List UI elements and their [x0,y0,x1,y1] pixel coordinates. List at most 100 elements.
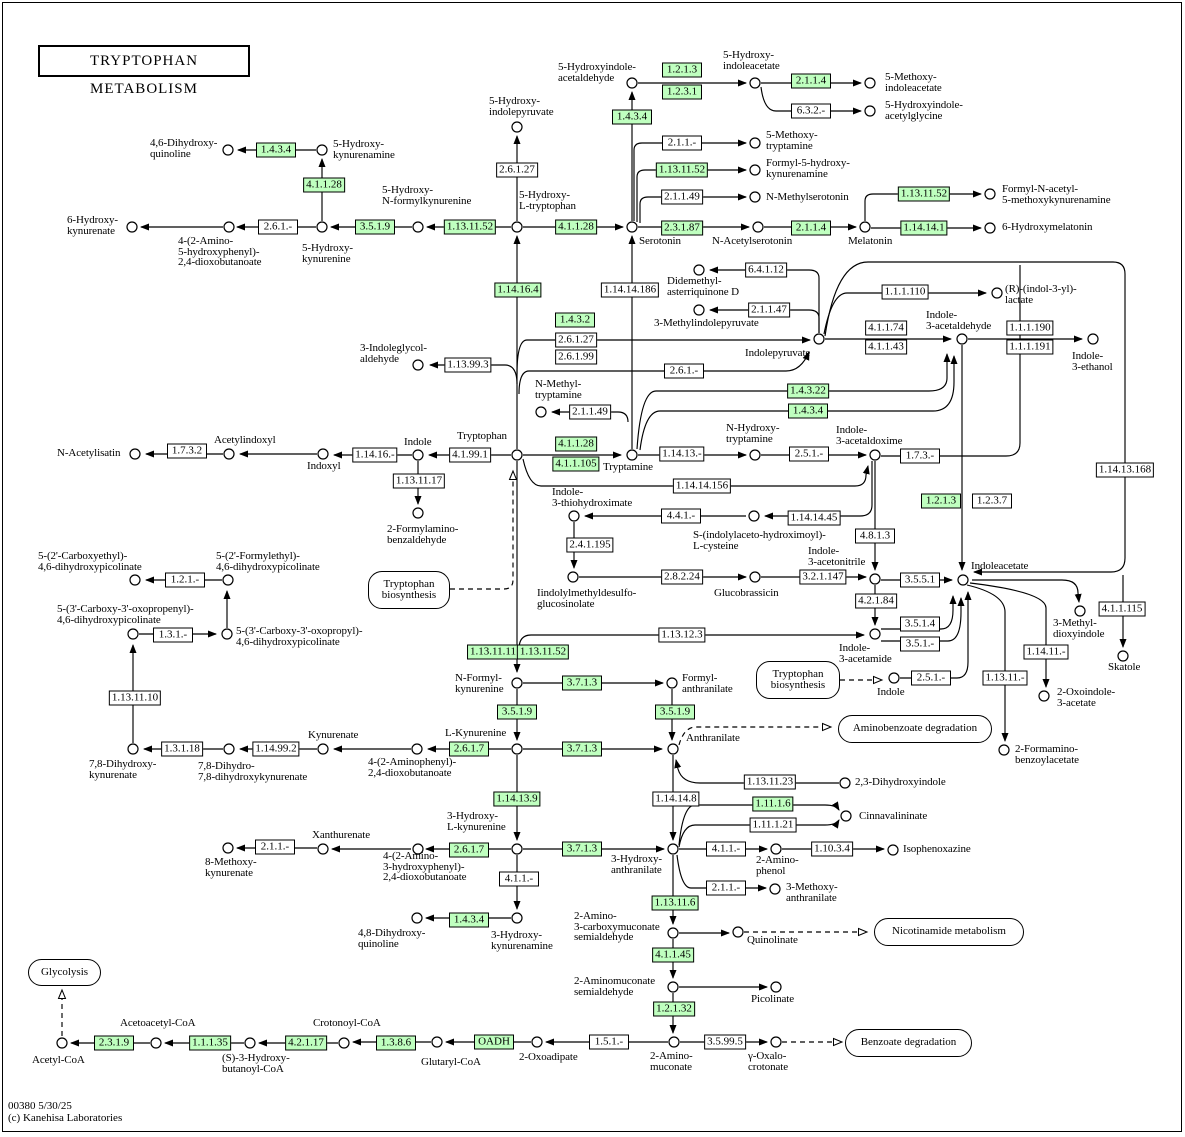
compound-node[interactable] [412,507,424,519]
enzyme-box-1-14-14-45[interactable]: 1.14.14.45 [787,510,841,526]
compound-node[interactable] [869,449,881,461]
enzyme-box-3-5-1-9[interactable]: 3.5.1.9 [355,219,395,235]
pathway-box-benzoate-degradation[interactable]: Benzoate degradation [845,1029,972,1057]
enzyme-box-1-4-3-4[interactable]: 1.4.3.4 [788,403,828,419]
enzyme-box-3-2-1-147[interactable]: 3.2.1.147 [799,569,847,585]
compound-node[interactable] [998,744,1010,756]
compound-node[interactable] [859,221,871,233]
enzyme-box-3-7-1-3[interactable]: 3.7.1.3 [562,741,602,757]
compound-node[interactable] [223,221,235,233]
compound-node[interactable] [667,743,679,755]
enzyme-box-1-13-11-52[interactable]: 1.13.11.52 [516,644,570,660]
compound-node[interactable] [511,449,523,461]
enzyme-box-4-1-1-28[interactable]: 4.1.1.28 [555,219,597,235]
enzyme-box-4-1-1-45[interactable]: 4.1.1.45 [652,947,694,963]
compound-node[interactable] [626,221,638,233]
compound-node[interactable] [511,677,523,689]
enzyme-box-1-1-1-110[interactable]: 1.1.1.110 [881,284,929,300]
compound-node[interactable] [511,912,523,924]
compound-node[interactable] [668,1036,680,1048]
compound-node[interactable] [412,449,424,461]
enzyme-box-3-7-1-3[interactable]: 3.7.1.3 [562,675,602,691]
compound-node[interactable] [984,188,996,200]
compound-node[interactable] [222,574,234,586]
enzyme-box-1-13-11-17[interactable]: 1.13.11.17 [392,473,446,489]
compound-node[interactable] [1038,690,1050,702]
compound-node[interactable] [770,981,782,993]
enzyme-box-2-6-1-7[interactable]: 2.6.1.7 [449,741,489,757]
compound-node[interactable] [1074,605,1086,617]
enzyme-box-1-11-1-21[interactable]: 1.11.1.21 [749,817,797,833]
compound-node[interactable] [317,448,329,460]
enzyme-box-1-2-1-32[interactable]: 1.2.1.32 [653,1001,695,1017]
enzyme-box-1-4-3-4[interactable]: 1.4.3.4 [256,142,296,158]
enzyme-box-4-1-1-74[interactable]: 4.1.1.74 [865,320,907,336]
enzyme-box-1-13-11-6[interactable]: 1.13.11.6 [651,895,699,911]
enzyme-box-3-5-1-9[interactable]: 3.5.1.9 [497,704,537,720]
enzyme-box-4-1-1-[interactable]: 4.1.1.- [706,841,746,857]
compound-node[interactable] [888,672,900,684]
enzyme-box-4-2-1-17[interactable]: 4.2.1.17 [285,1035,327,1051]
enzyme-box-3-5-1-9[interactable]: 3.5.1.9 [655,704,695,720]
compound-node[interactable] [813,333,825,345]
enzyme-box-3-5-1-4[interactable]: 3.5.1.4 [900,616,940,632]
pathway-box-nicotinamide-metabolism[interactable]: Nicotinamide metabolism [874,918,1024,946]
compound-node[interactable] [957,574,969,586]
enzyme-box-1-1-1-190[interactable]: 1.1.1.190 [1006,320,1054,336]
compound-node[interactable] [693,264,705,276]
compound-node[interactable] [667,927,679,939]
compound-node[interactable] [956,333,968,345]
compound-node[interactable] [752,221,764,233]
pathway-box-aminobenzoate-degradation[interactable]: Aminobenzoate degradation [838,715,992,743]
compound-node[interactable] [317,843,329,855]
compound-node[interactable] [222,842,234,854]
enzyme-box-4-1-1-28[interactable]: 4.1.1.28 [555,436,597,452]
enzyme-box-4-1-1-115[interactable]: 4.1.1.115 [1098,601,1146,617]
enzyme-box-1-13-11-52[interactable]: 1.13.11.52 [443,219,497,235]
compound-node[interactable] [869,628,881,640]
compound-node[interactable] [511,121,523,133]
enzyme-box-4-1-1-43[interactable]: 4.1.1.43 [865,339,907,355]
enzyme-box-1-5-1-[interactable]: 1.5.1.- [589,1034,629,1050]
compound-node[interactable] [338,1037,350,1049]
enzyme-box-1-14-14-1[interactable]: 1.14.14.1 [900,220,948,236]
enzyme-box-2-1-1-49[interactable]: 2.1.1.49 [661,189,703,205]
compound-node[interactable] [221,628,233,640]
enzyme-box-2-3-1-87[interactable]: 2.3.1.87 [661,220,703,236]
compound-node[interactable] [840,810,852,822]
compound-node[interactable] [535,406,547,418]
compound-node[interactable] [567,571,579,583]
enzyme-box-4-4-1-[interactable]: 4.4.1.- [661,508,701,524]
compound-node[interactable] [316,144,328,156]
enzyme-box-1-13-99-3[interactable]: 1.13.99.3 [444,357,492,373]
enzyme-box-1-14-13-[interactable]: 1.14.13.- [659,446,705,462]
enzyme-box-1-2-3-1[interactable]: 1.2.3.1 [662,84,702,100]
compound-node[interactable] [749,77,761,89]
compound-node[interactable] [749,449,761,461]
compound-node[interactable] [129,448,141,460]
enzyme-box-1-14-16-[interactable]: 1.14.16.- [352,447,398,463]
compound-node[interactable] [749,164,761,176]
enzyme-box-4-8-1-3[interactable]: 4.8.1.3 [855,528,895,544]
enzyme-box-6-4-1-12[interactable]: 6.4.1.12 [745,262,787,278]
enzyme-box-2-1-1-4[interactable]: 2.1.1.4 [791,73,831,89]
compound-node[interactable] [129,574,141,586]
compound-node[interactable] [984,222,996,234]
enzyme-box-1-14-13-9[interactable]: 1.14.13.9 [493,791,541,807]
enzyme-box-2-1-1-[interactable]: 2.1.1.- [706,880,746,896]
compound-node[interactable] [223,448,235,460]
compound-node[interactable] [887,844,899,856]
compound-node[interactable] [666,677,678,689]
enzyme-box-6-3-2-[interactable]: 6.3.2.- [791,103,831,119]
compound-node[interactable] [531,1036,543,1048]
enzyme-box-1-7-3-2[interactable]: 1.7.3.2 [167,443,207,459]
compound-node[interactable] [127,743,139,755]
enzyme-box-2-6-1-99[interactable]: 2.6.1.99 [555,349,597,365]
enzyme-box-oadh[interactable]: OADH [474,1034,514,1050]
enzyme-box-2-6-1-27[interactable]: 2.6.1.27 [496,162,538,178]
enzyme-box-1-13-11-[interactable]: 1.13.11.- [982,670,1028,686]
enzyme-box-1-1-1-35[interactable]: 1.1.1.35 [189,1035,231,1051]
enzyme-box-1-3-1-18[interactable]: 1.3.1.18 [161,741,203,757]
enzyme-box-1-4-3-22[interactable]: 1.4.3.22 [787,383,829,399]
